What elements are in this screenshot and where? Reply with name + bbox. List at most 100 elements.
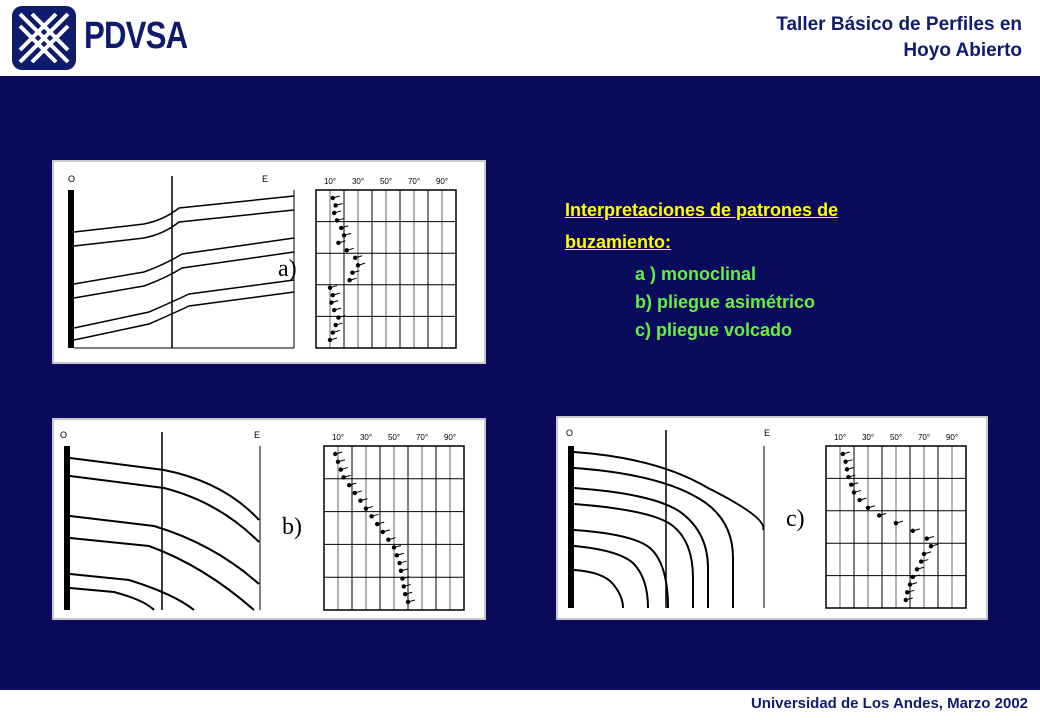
dip-tadpole-tail xyxy=(335,451,343,455)
dip-tadpole xyxy=(921,551,927,557)
dip-tadpole-tail xyxy=(845,459,853,463)
dip-tadpole xyxy=(353,255,358,260)
dip-tadpole xyxy=(851,490,857,495)
footer-text: Universidad de Los Andes, Marzo 2002 xyxy=(750,695,1028,712)
dip-tadpole-tail xyxy=(332,195,340,199)
dip-tadpole-tail xyxy=(848,474,856,478)
panel-c-dip-grid xyxy=(825,445,967,609)
dip-tadpole-tail xyxy=(334,307,342,311)
dip-tadpole-tail xyxy=(349,482,357,486)
dip-scale-label: 50° xyxy=(388,433,400,442)
header: PDVSA Taller Básico de Perfiles en Hoyo … xyxy=(0,0,1040,76)
dip-tadpole-tail xyxy=(905,597,913,601)
dip-tadpole-tail xyxy=(335,202,343,206)
dip-tadpole xyxy=(397,560,402,566)
dip-tadpole xyxy=(907,582,913,587)
dip-tadpole xyxy=(332,307,337,313)
dip-scale-label: 90° xyxy=(436,177,448,186)
dip-tadpole-tail xyxy=(354,490,362,494)
dip-tadpole xyxy=(336,240,341,246)
dip-tadpole-tail xyxy=(338,240,346,244)
dip-tadpole-tail xyxy=(335,322,343,326)
dip-tadpole xyxy=(394,553,399,558)
dip-tadpole xyxy=(877,513,882,518)
title-line-1: Taller Básico de Perfiles en xyxy=(776,14,1022,35)
dip-tadpole xyxy=(347,278,352,283)
dip-tadpole xyxy=(843,459,848,464)
dip-tadpole xyxy=(336,315,341,320)
dip-scale-label: 10° xyxy=(332,433,344,442)
dip-tadpole-tail xyxy=(349,277,357,281)
panel-a-drawing: O E 10°30°50°70°90° xyxy=(68,174,457,349)
dip-tadpole xyxy=(391,545,397,550)
dip-scale-label: 30° xyxy=(360,433,372,442)
dip-tadpole xyxy=(914,567,920,572)
dip-tadpole xyxy=(350,270,355,275)
cross-section-c xyxy=(568,430,765,609)
panel-c-left-mark: O xyxy=(566,428,573,438)
dip-tadpole-tail xyxy=(859,497,867,501)
list-item: a ) monoclinal xyxy=(635,264,757,284)
dip-tadpole-tail xyxy=(371,513,379,517)
dip-scale-label: 10° xyxy=(834,433,846,442)
diagram-panel-c: O E 10°30°50°70°90° c) xyxy=(556,416,988,620)
dip-tadpole xyxy=(865,505,871,510)
dip-tadpole-tail xyxy=(403,583,411,587)
dip-tadpole xyxy=(363,506,369,511)
dip-tadpole-tail xyxy=(921,559,929,563)
dip-tadpole-tail xyxy=(332,292,340,296)
dip-tadpole-tail xyxy=(329,337,338,341)
footer: Universidad de Los Andes, Marzo 2002 xyxy=(0,690,1040,720)
dip-tadpole xyxy=(333,322,338,328)
dip-tadpole xyxy=(341,475,346,480)
dip-tadpole-tail xyxy=(405,591,413,595)
dip-tadpole-tail xyxy=(867,505,876,509)
dip-tadpole-tail xyxy=(343,474,351,478)
panel-c-drawing: O E 10°30°50°70°90° xyxy=(566,428,967,609)
dip-tadpole xyxy=(358,498,363,503)
dip-tadpole-tail xyxy=(407,599,416,603)
dip-tadpole-tail xyxy=(853,489,862,493)
dip-tadpole-tail xyxy=(331,300,339,304)
dip-tadpole-tail xyxy=(842,451,850,455)
interpretation-heading: Interpretaciones de patrones de buzamien… xyxy=(565,200,839,252)
dip-scale-label: 90° xyxy=(946,433,958,442)
dip-tadpole-tail xyxy=(851,482,859,486)
diagram-panel-b: O E 10°30°50°70°90° b) xyxy=(52,418,486,620)
page-title: Taller Básico de Perfiles en Hoyo Abiert… xyxy=(776,12,1022,64)
panel-b-label: b) xyxy=(282,514,302,540)
panel-b-left-mark: O xyxy=(60,430,67,440)
dip-scale-label: 70° xyxy=(416,433,428,442)
diagram-panel-a: O E 10°30°50°70°90° a) xyxy=(52,160,486,364)
dip-scale-label: 70° xyxy=(918,433,930,442)
dip-scale-label: 90° xyxy=(444,433,456,442)
dip-tadpole xyxy=(910,574,915,580)
dip-tadpole xyxy=(400,576,405,581)
brand-name: PDVSA xyxy=(84,15,188,57)
dip-scale-label: 50° xyxy=(890,433,902,442)
panel-a-right-mark: E xyxy=(262,174,268,184)
dip-tadpole-tail xyxy=(377,521,385,525)
panel-b-drawing: O E 10°30°50°70°90° xyxy=(60,430,465,611)
dip-tadpole xyxy=(344,248,349,253)
dip-tadpole xyxy=(919,559,924,564)
dip-tadpole-tail xyxy=(895,520,904,524)
dip-tadpole xyxy=(386,537,391,542)
dip-tadpole xyxy=(335,459,341,464)
dip-tadpole xyxy=(352,490,357,496)
dip-tadpole-tail xyxy=(337,459,346,463)
dip-tadpole-tail xyxy=(912,574,920,578)
dip-tadpole-tail xyxy=(846,466,855,470)
panel-a-dip-grid xyxy=(315,189,457,349)
dip-tadpole-tail xyxy=(930,543,939,547)
interpretation-list: a ) monoclinal b) pliegue asimétrico c) … xyxy=(635,260,985,344)
dip-tadpole-tail xyxy=(352,270,360,274)
dip-tadpole-tail xyxy=(334,210,342,214)
dip-tadpole-tail xyxy=(388,537,396,541)
dip-tadpole-tail xyxy=(343,232,352,236)
pdvsa-logo-icon xyxy=(12,6,76,70)
panel-a-label: a) xyxy=(278,256,297,282)
interpretation-block: Interpretaciones de patrones de buzamien… xyxy=(565,194,985,344)
dip-scale-label: 30° xyxy=(352,177,364,186)
panel-a-dip-scale: 10°30°50°70°90° xyxy=(324,177,448,186)
